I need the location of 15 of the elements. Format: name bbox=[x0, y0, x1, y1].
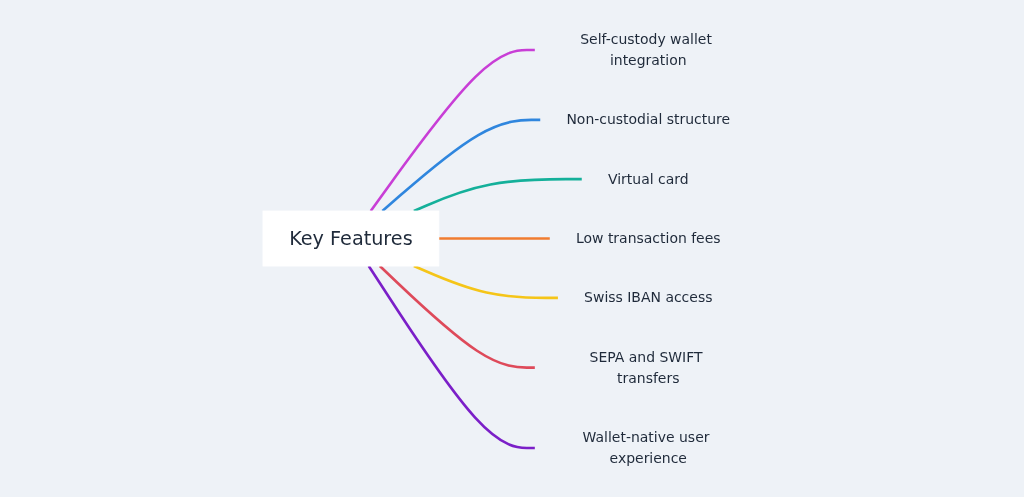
node-text: Virtual card bbox=[607, 169, 689, 187]
connector bbox=[369, 48, 535, 212]
connector bbox=[378, 264, 535, 369]
connector bbox=[381, 118, 540, 212]
connector bbox=[438, 236, 550, 240]
node-box: Key Features bbox=[262, 210, 439, 266]
node-text: Self-custody wallet integration bbox=[579, 30, 712, 68]
node-text: Low transaction fees bbox=[575, 229, 721, 246]
node-text: Wallet-native user experience bbox=[582, 428, 710, 466]
node-text: Non-custodial structure bbox=[566, 110, 730, 128]
connector bbox=[367, 264, 535, 449]
connector bbox=[412, 177, 582, 212]
node-text: SEPA and SWIFT transfers bbox=[589, 347, 703, 386]
connector bbox=[412, 264, 558, 299]
node-text: Swiss IBAN access bbox=[583, 288, 713, 306]
